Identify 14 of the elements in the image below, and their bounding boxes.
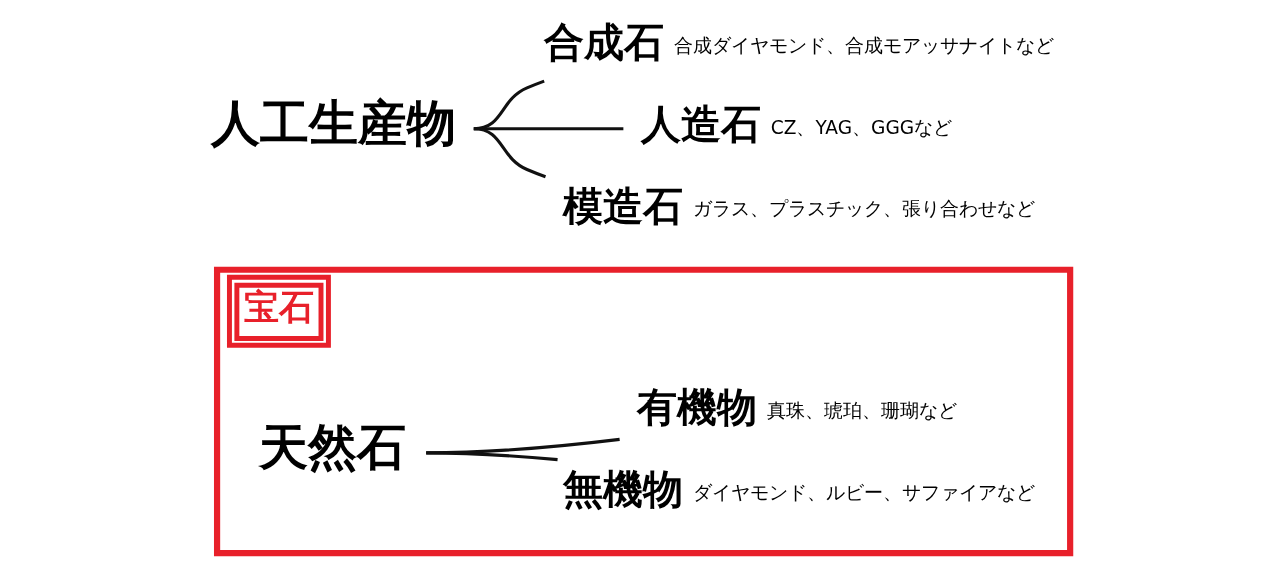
node-label: ダイヤモンド、ルビー、サファイアなど [692, 481, 1035, 503]
node-label: 合成ダイヤモンド、合成モアッサナイトなど [674, 35, 1055, 56]
node-text: 無機物 [562, 466, 683, 513]
connector [426, 437, 620, 455]
node-text: 有機物 [637, 384, 758, 431]
node-label: CZ、YAG、GGGなど [770, 116, 953, 138]
node-text: 人造石 [640, 101, 761, 148]
node-text: 人工生産物 [210, 93, 456, 152]
node-text: 天然石 [259, 418, 407, 476]
node-label: ガラス、プラスチック、張り合わせなど [692, 198, 1035, 220]
connector [473, 127, 547, 179]
node-text: 模造石 [562, 182, 683, 229]
node-label: 真珠、琥珀、珊瑚など [767, 399, 958, 421]
node-text: 合成石 [544, 19, 665, 66]
